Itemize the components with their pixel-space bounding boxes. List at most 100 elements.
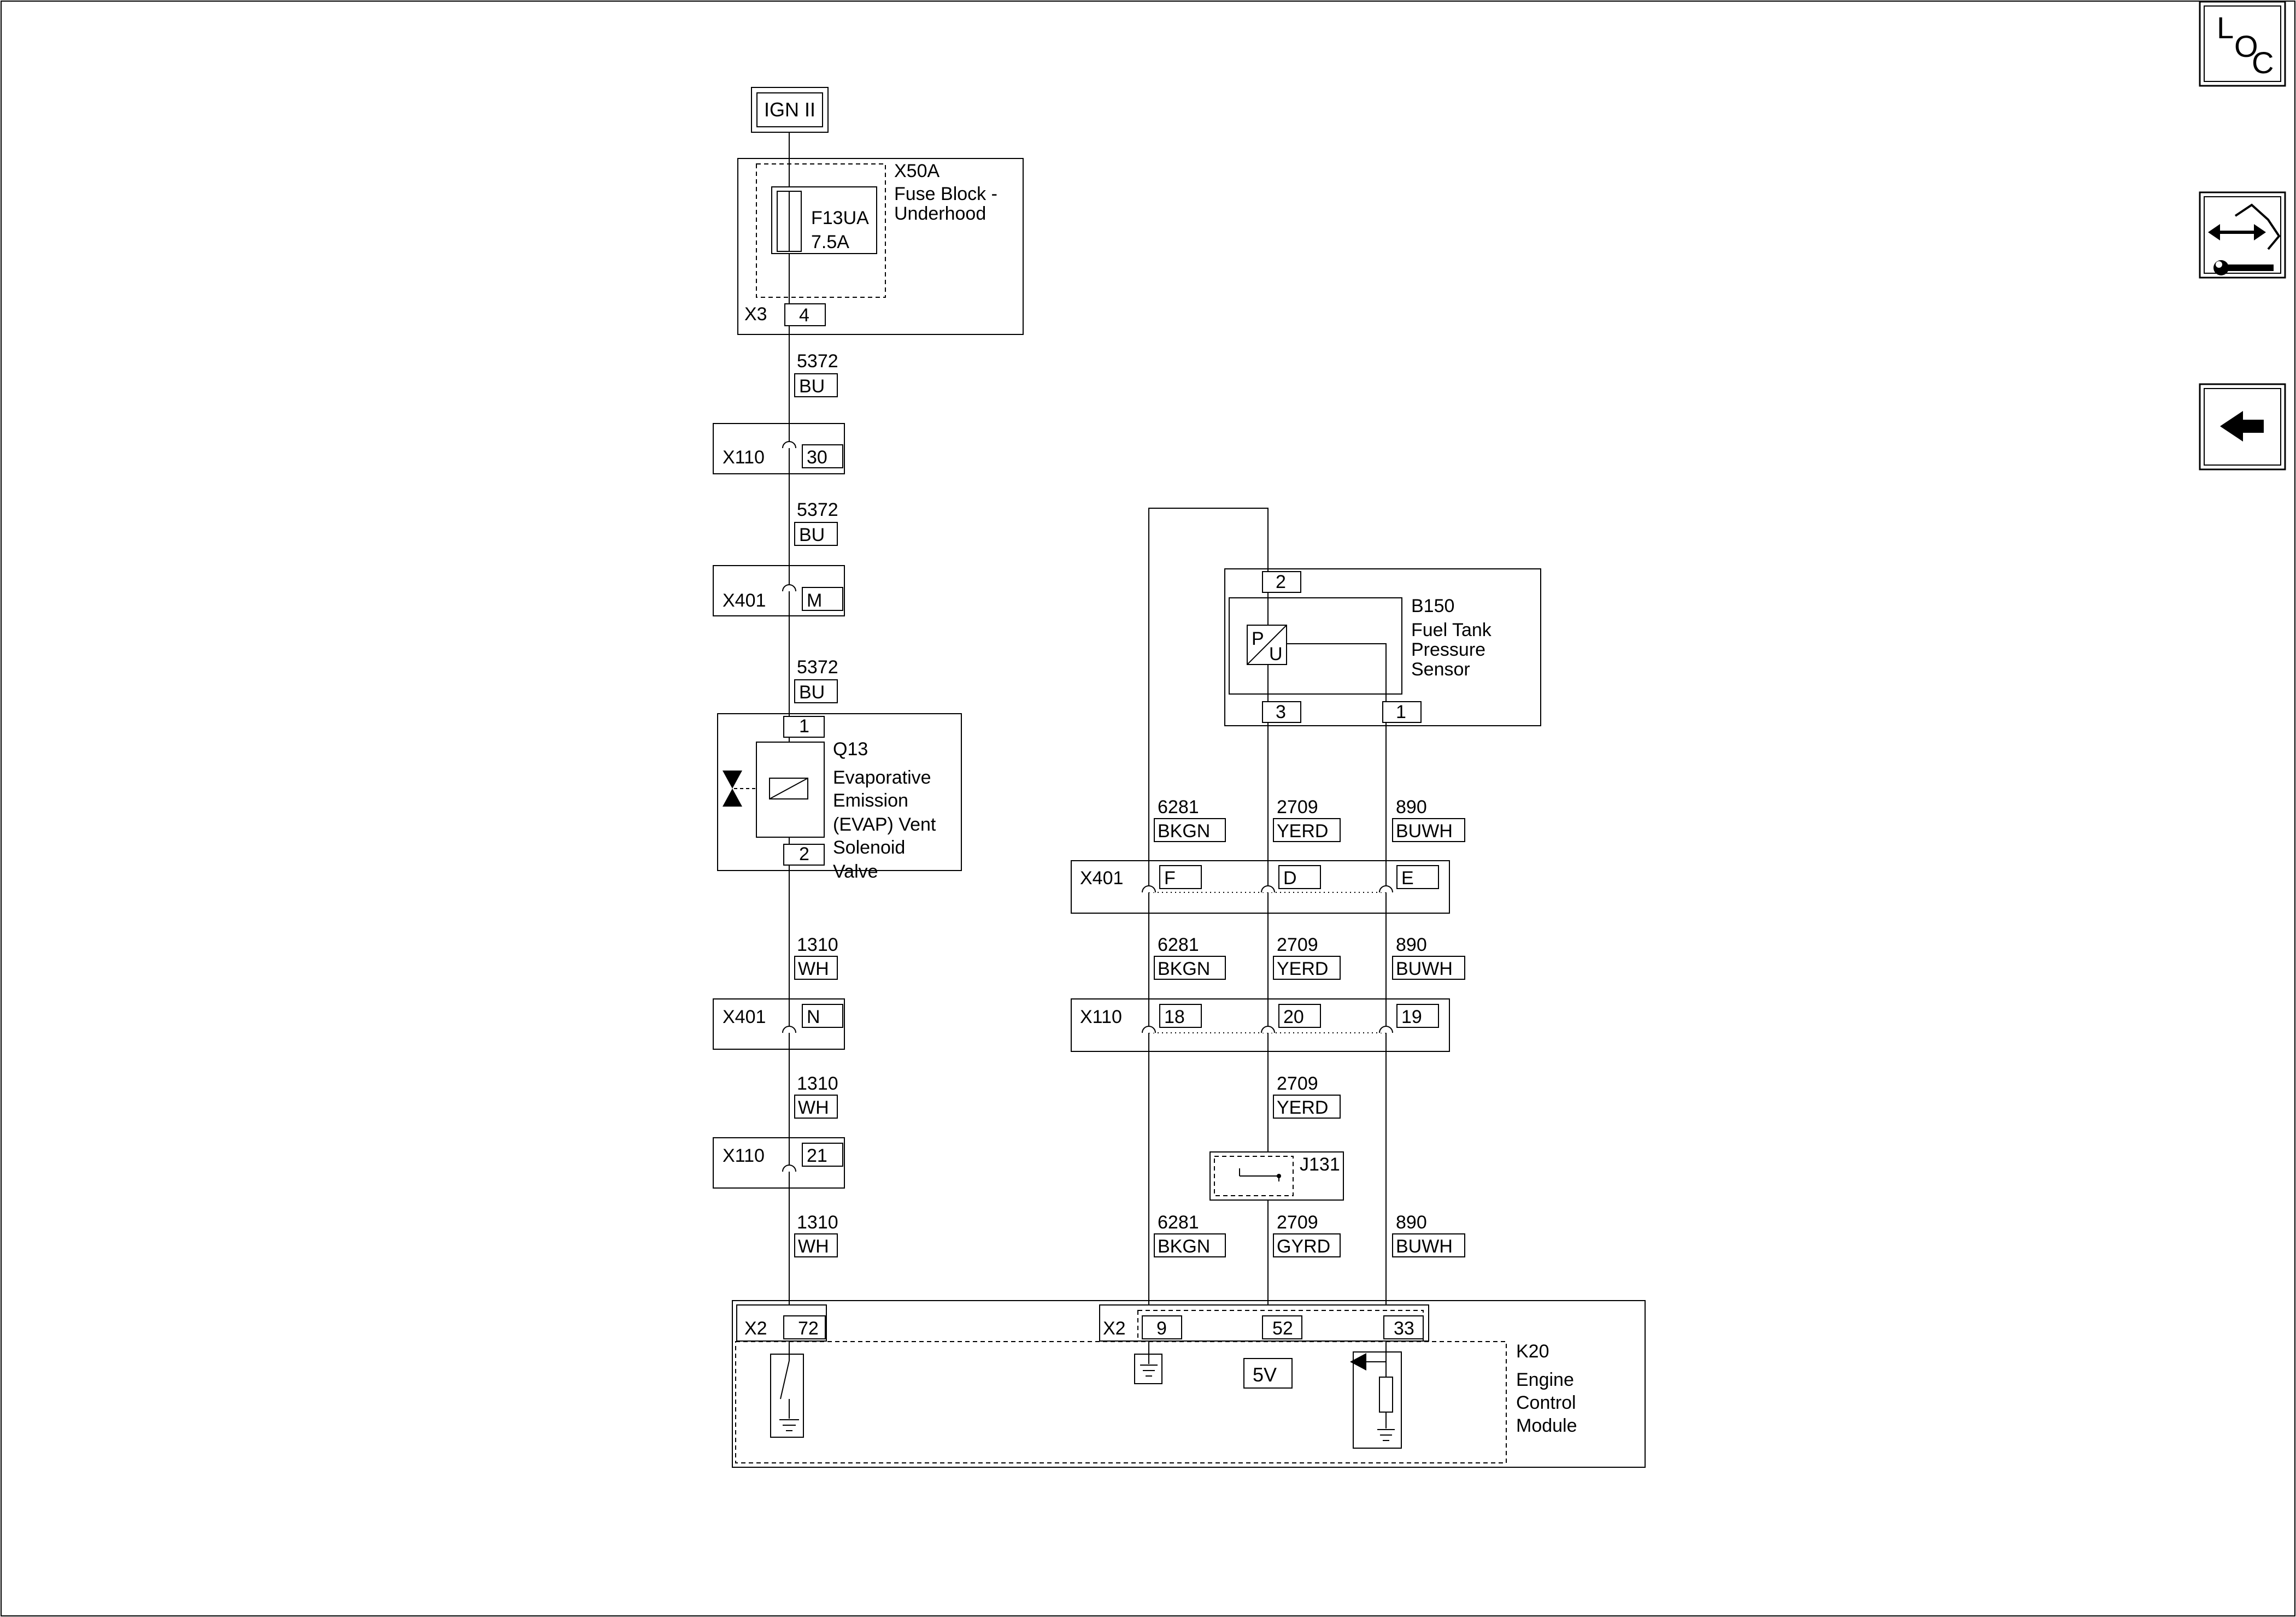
- wire-color: WH: [798, 1097, 829, 1118]
- sensor-name-1: Fuel Tank: [1411, 620, 1492, 640]
- evap-vent-solenoid: 1 2 Q13 Evaporative Emission (EVAP) Vent…: [717, 713, 962, 882]
- connector-tools-icon: [2208, 203, 2281, 275]
- fuel-tank-pressure-sensor: 2 P U 3 1 B150 Fuel Tank Pressure Sensor: [1224, 568, 1541, 726]
- connector-pin: N: [807, 1007, 820, 1027]
- solenoid-id: Q13: [833, 739, 868, 760]
- ecm-name-3: Module: [1516, 1415, 1577, 1436]
- sensor-p-label: P: [1252, 628, 1264, 649]
- back-arrow-icon: [2220, 411, 2264, 442]
- connector-pin: 19: [1401, 1007, 1422, 1027]
- connector-pin: M: [807, 590, 822, 611]
- wire-color: BKGN: [1158, 821, 1210, 842]
- wire-circuit: 6281: [1158, 1212, 1199, 1233]
- connector-x401-fde: X401 F D E: [1071, 860, 1450, 914]
- connector-id: X401: [723, 1007, 766, 1027]
- wire-label-1310-a: 1310 WH: [794, 934, 838, 980]
- connector-view-button[interactable]: [2199, 191, 2286, 279]
- ecm-name-2: Control: [1516, 1392, 1576, 1413]
- connector-id: X110: [723, 447, 765, 468]
- wire-circuit: 2709: [1277, 1212, 1318, 1233]
- signal-input-circuit: [1353, 1351, 1402, 1449]
- resistor-icon: [1379, 1377, 1393, 1413]
- connector-id: X110: [1080, 1007, 1122, 1027]
- wire-circuit: 2709: [1277, 934, 1318, 955]
- connector-pin: 21: [807, 1145, 827, 1166]
- wire-circuit: 2709: [1277, 1073, 1318, 1094]
- input-arrow-icon: [1350, 1353, 1366, 1371]
- ecm-pin: 52: [1272, 1318, 1293, 1339]
- solenoid-pin-top: 1: [799, 716, 809, 737]
- solenoid-name-5: Valve: [833, 861, 878, 882]
- sensor-name-3: Sensor: [1411, 659, 1470, 680]
- fuse-block-name-1: Fuse Block -: [894, 184, 997, 204]
- ecm-right-connector: X2: [1103, 1318, 1126, 1339]
- solenoid-name-1: Evaporative: [833, 767, 931, 788]
- wire-color: BU: [799, 682, 825, 703]
- jumper-j131: J131: [1209, 1151, 1344, 1201]
- wire-color: GYRD: [1277, 1236, 1330, 1257]
- back-button[interactable]: [2199, 383, 2286, 471]
- wire-color: YERD: [1277, 959, 1328, 979]
- reference-voltage: 5V: [1253, 1363, 1277, 1386]
- ecm-left-connector: X2: [744, 1318, 767, 1339]
- ecm-pin: 33: [1394, 1318, 1414, 1339]
- wire-circuit: 6281: [1158, 797, 1199, 818]
- fuse-connector-pin: 4: [799, 305, 809, 326]
- connector-id: X110: [723, 1145, 765, 1166]
- fuse-connector-id: X3: [744, 304, 767, 325]
- connector-x110-18-20-19: X110 18 20 19: [1071, 998, 1450, 1052]
- wire-circuit: 1310: [797, 1212, 838, 1233]
- connector-x110-30: X110 30: [713, 423, 845, 474]
- engine-control-module: X2 72 X2 9 52 33 5V: [732, 1300, 1646, 1468]
- wire-circuit: 2709: [1277, 797, 1318, 818]
- wire-circuit: 5372: [797, 499, 838, 520]
- fuse-id: F13UA: [811, 208, 869, 228]
- wire-labels-row3: 6281 BKGN 2709 GYRD 890 BUWH: [1154, 1212, 1465, 1257]
- connector-pin: 18: [1164, 1007, 1185, 1027]
- wire-circuit: 890: [1396, 934, 1427, 955]
- sensor-pin-top: 2: [1276, 572, 1286, 592]
- wire-circuit: 5372: [797, 657, 838, 678]
- loc-letter-c: C: [2252, 45, 2274, 80]
- connector-x110-21: X110 21: [713, 1137, 845, 1189]
- sensor-u-label: U: [1269, 644, 1283, 665]
- solenoid-name-3: (EVAP) Vent: [833, 814, 936, 835]
- wire-label-1310-c: 1310 WH: [794, 1212, 838, 1257]
- loc-letter-l: L: [2217, 10, 2234, 45]
- connector-pin: E: [1401, 868, 1414, 889]
- location-button[interactable]: L O C: [2199, 1, 2286, 87]
- wire-label-5372-a: 5372 BU: [794, 351, 838, 397]
- sensor-name-2: Pressure: [1411, 639, 1485, 660]
- fuse-block-name-2: Underhood: [894, 203, 986, 224]
- solenoid-name-4: Solenoid: [833, 837, 905, 858]
- wire-circuit: 6281: [1158, 934, 1199, 955]
- reference-voltage-box: [1243, 1358, 1293, 1389]
- ecm-left-pin: 72: [798, 1318, 819, 1339]
- wire-color: BUWH: [1396, 821, 1453, 842]
- wire-label-2709-mid: 2709 YERD: [1273, 1073, 1341, 1119]
- connector-pin: 20: [1283, 1007, 1304, 1027]
- wire-color: BU: [799, 376, 825, 397]
- wire-color: BUWH: [1396, 1236, 1453, 1257]
- wire-circuit: 5372: [797, 351, 838, 372]
- sensor-id: B150: [1411, 596, 1454, 616]
- wire-color: WH: [798, 1236, 829, 1257]
- wire-color: YERD: [1277, 821, 1328, 842]
- wire-labels-row1: 6281 BKGN 2709 YERD 890 BUWH: [1154, 797, 1465, 842]
- ecm-id: K20: [1516, 1341, 1549, 1362]
- ign-power-label: IGN II: [751, 87, 829, 133]
- connector-pin: 30: [807, 447, 827, 468]
- solenoid-name-2: Emission: [833, 790, 908, 811]
- wire-color: BU: [799, 525, 825, 545]
- wire-labels-row2: 6281 BKGN 2709 YERD 890 BUWH: [1154, 934, 1465, 980]
- jumper-id: J131: [1300, 1154, 1340, 1175]
- ign-label: IGN II: [764, 98, 815, 121]
- connector-pin: F: [1164, 868, 1176, 889]
- fuse-rating: 7.5A: [811, 232, 849, 252]
- solenoid-pin-bottom: 2: [799, 844, 809, 865]
- ecm-name-1: Engine: [1516, 1369, 1574, 1390]
- wire-color: BUWH: [1396, 959, 1453, 979]
- connector-id: X401: [723, 590, 766, 611]
- connector-x401-n: X401 N: [713, 998, 845, 1050]
